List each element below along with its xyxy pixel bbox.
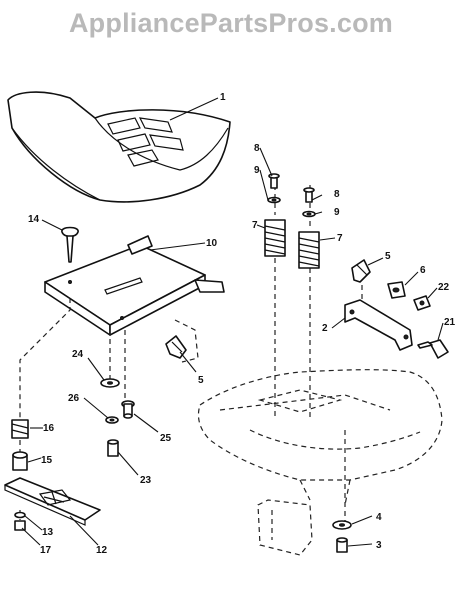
- seat-pan-part[interactable]: [44, 235, 225, 336]
- lower-bracket: [257, 499, 313, 556]
- callout-16: 16: [43, 423, 55, 434]
- callout-9-left: 9: [254, 165, 260, 176]
- watermark-logo: AppliancePartsPros.com: [68, 8, 393, 38]
- washer-9-right[interactable]: [302, 210, 316, 218]
- callout-26: 26: [68, 393, 80, 404]
- callout-10: 10: [206, 238, 218, 249]
- callout-7-left: 7: [252, 220, 258, 231]
- callout-7-right: 7: [337, 233, 343, 244]
- callout-21: 21: [444, 317, 456, 328]
- spring-left-part[interactable]: [264, 219, 286, 257]
- callout-23: 23: [140, 475, 152, 486]
- bolt-8-left[interactable]: [268, 173, 280, 189]
- callout-9-right: 9: [334, 207, 340, 218]
- washer-22-part[interactable]: [413, 295, 431, 311]
- bolt-23-part[interactable]: [107, 439, 119, 457]
- callout-labels: 1 2 3 4 5 5 6 7 7 8 8 9 9 10 12 13 14 15…: [28, 92, 456, 556]
- nut-17-part[interactable]: [14, 520, 26, 531]
- washer-26-part[interactable]: [105, 416, 119, 424]
- callout-8-right: 8: [334, 189, 340, 200]
- bolt-8-right[interactable]: [303, 187, 315, 203]
- seat-knob-part[interactable]: [61, 226, 79, 263]
- clip-5-left[interactable]: [165, 335, 187, 359]
- callout-25: 25: [160, 433, 172, 444]
- assembly-guide-lines: [19, 185, 363, 525]
- knob-21-part[interactable]: [417, 339, 449, 359]
- callout-14: 14: [28, 214, 40, 225]
- callout-4: 4: [376, 512, 382, 523]
- callout-24: 24: [72, 349, 84, 360]
- washer-4-part[interactable]: [332, 520, 352, 530]
- bushing-15-part[interactable]: [12, 451, 28, 471]
- callout-17: 17: [40, 545, 52, 556]
- washer-24-part[interactable]: [100, 378, 120, 388]
- fender-frame: [197, 369, 443, 506]
- spring-16-part[interactable]: [11, 419, 29, 439]
- bolt-25-part[interactable]: [121, 400, 135, 419]
- callout-2: 2: [322, 323, 328, 334]
- callout-12: 12: [96, 545, 108, 556]
- clip-5-right[interactable]: [351, 259, 371, 283]
- spring-right-part[interactable]: [298, 231, 320, 269]
- slide-rail-part[interactable]: [4, 477, 101, 526]
- bracket-part[interactable]: [344, 299, 413, 351]
- callout-22: 22: [438, 282, 450, 293]
- callout-6: 6: [420, 265, 426, 276]
- callout-5-right: 5: [385, 251, 391, 262]
- washer-9-left[interactable]: [267, 196, 281, 204]
- bolt-3-part[interactable]: [336, 537, 348, 553]
- callout-3: 3: [376, 540, 382, 551]
- nut-6-part[interactable]: [387, 281, 406, 299]
- seat-part[interactable]: [7, 91, 231, 203]
- leader-lines: [21, 97, 444, 547]
- callout-5-left: 5: [198, 375, 204, 386]
- washer-13-part[interactable]: [14, 511, 26, 519]
- callout-1: 1: [220, 92, 226, 103]
- callout-15: 15: [41, 455, 53, 466]
- callout-13: 13: [42, 527, 54, 538]
- callout-8-left: 8: [254, 143, 260, 154]
